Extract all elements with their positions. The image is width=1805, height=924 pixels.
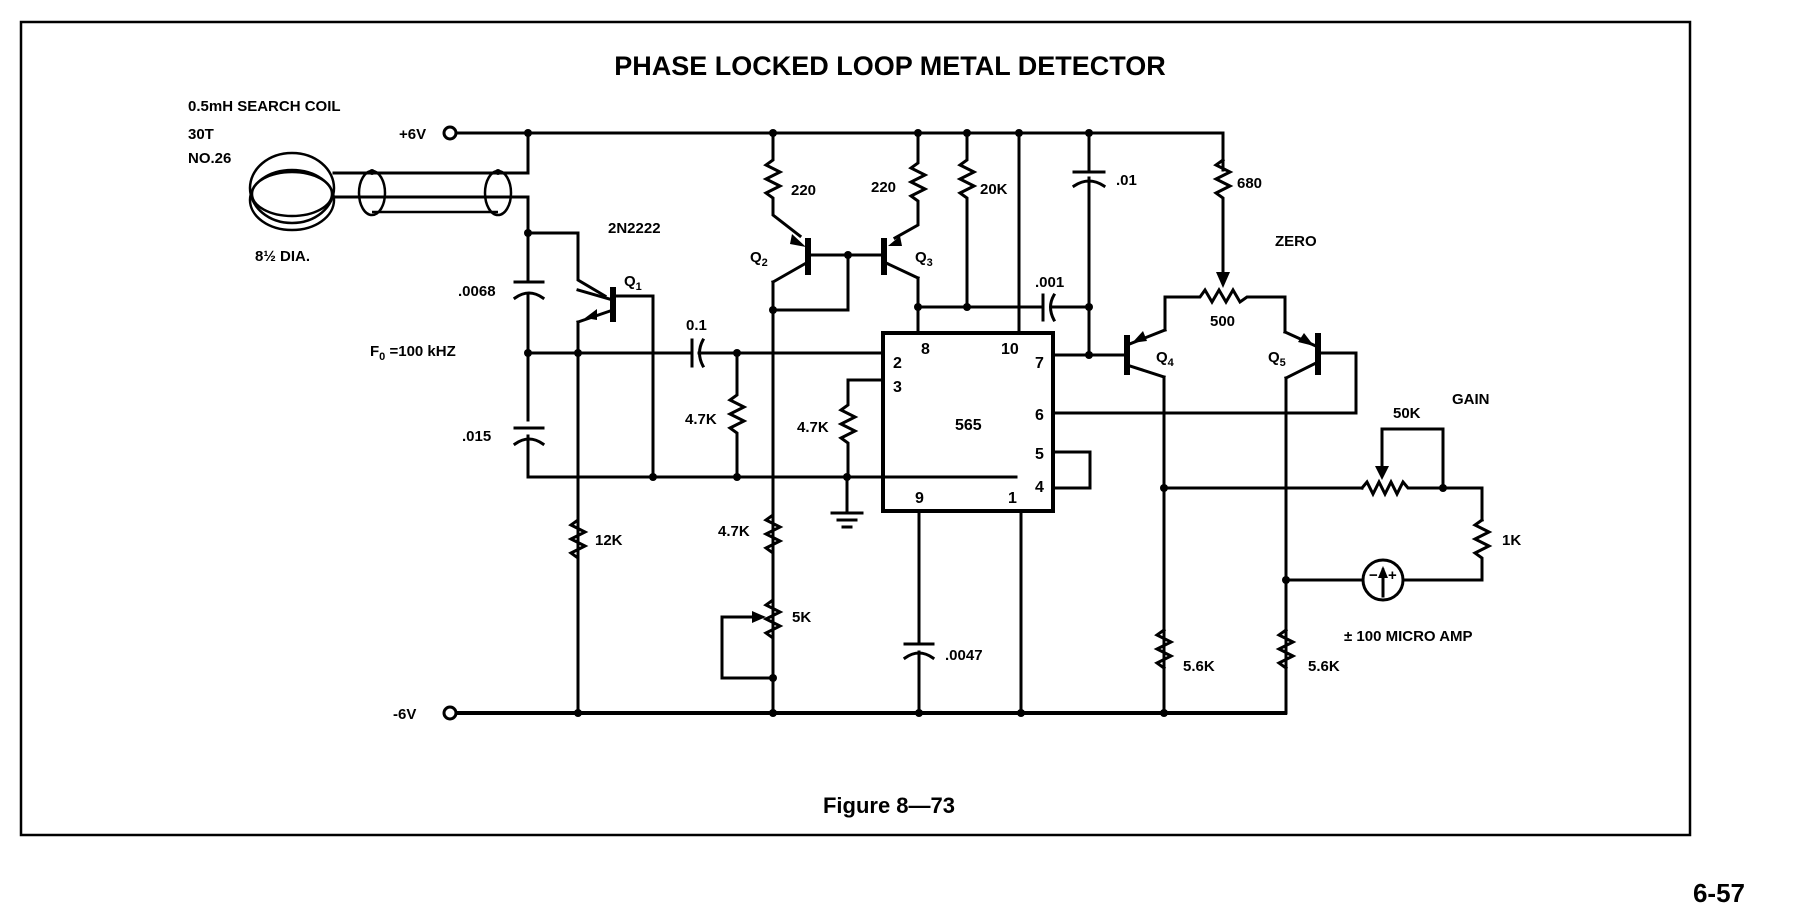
- resistor-20k: [956, 131, 978, 309]
- transistor-type-label: 2N2222: [608, 220, 661, 237]
- ic-pin-5: 5: [1035, 446, 1044, 463]
- positive-terminal-icon: [442, 125, 458, 141]
- q5-label: Q5: [1268, 349, 1286, 369]
- resistor-5-6k-q4: [1153, 627, 1175, 671]
- resistor-4-7k-bias2: [837, 378, 885, 479]
- potentiometer-5k: [720, 611, 775, 680]
- negative-terminal-icon: [442, 705, 458, 721]
- coil-icon: [248, 151, 336, 225]
- ic-565: [881, 331, 1055, 513]
- coil-label-wire: NO.26: [188, 150, 231, 167]
- cap-0047-label: .0047: [945, 647, 983, 664]
- resistor-220-q3-label: 220: [871, 179, 896, 196]
- ground-icon: [830, 475, 864, 529]
- transistor-q3: [846, 236, 920, 335]
- resistor-4-7k-series: [762, 508, 784, 715]
- search-coil: [248, 151, 530, 232]
- resistor-12k-label: 12K: [595, 532, 623, 549]
- ic-pin-6: 6: [1035, 407, 1044, 424]
- ic-pin-7: 7: [1035, 355, 1044, 372]
- resistor-680-label: 680: [1237, 175, 1262, 192]
- meter-plus-sign: +: [1388, 567, 1397, 584]
- ic-label: 565: [955, 417, 982, 434]
- potentiometer-5k-label: 5K: [792, 609, 811, 626]
- cap-0-1-label: 0.1: [686, 317, 707, 334]
- meter-minus-sign: −: [1369, 567, 1378, 584]
- ic-pin-1: 1: [1008, 490, 1017, 507]
- transistor-q2: [770, 234, 850, 715]
- shield-icon: [483, 169, 513, 217]
- coil-label-turns: 30T: [188, 126, 214, 143]
- cap-015-label: .015: [462, 428, 491, 445]
- zero-label: ZERO: [1275, 233, 1317, 250]
- ic-pin-10: 10: [1001, 341, 1019, 358]
- resistor-220-q2: [762, 131, 803, 239]
- resistor-4-7k-series-label: 4.7K: [718, 523, 750, 540]
- meter-label: ± 100 MICRO AMP: [1344, 628, 1473, 645]
- resistor-5-6k-q4-label: 5.6K: [1183, 658, 1215, 675]
- transistor-q5: [1283, 330, 1321, 715]
- potentiometer-500: [1163, 287, 1287, 334]
- coil-label-diameter: 8½ DIA.: [255, 248, 310, 265]
- resistor-5-6k-q5: [1275, 627, 1297, 671]
- q3-label: Q3: [915, 249, 933, 269]
- resistor-5-6k-q5-label: 5.6K: [1308, 658, 1340, 675]
- capacitor-0068: [512, 280, 546, 301]
- q4-label: Q4: [1156, 349, 1175, 369]
- transistor-q4: [1124, 328, 1167, 715]
- q2-label: Q2: [750, 249, 768, 269]
- resistor-680: [1212, 157, 1234, 277]
- figure-frame: [19, 20, 1692, 837]
- transistor-q1: [576, 287, 655, 715]
- resistor-1k-label: 1K: [1502, 532, 1521, 549]
- potentiometer-50k: [1359, 478, 1484, 522]
- ammeter-icon: [1361, 558, 1405, 602]
- ic-pin-4: 4: [1035, 479, 1044, 496]
- potentiometer-500-label: 500: [1210, 313, 1235, 330]
- frequency-label: F0 =100 kHZ: [370, 343, 456, 363]
- positive-rail: [454, 131, 1225, 172]
- potentiometer-50k-label: 50K: [1393, 405, 1421, 422]
- coil-label-inductance: 0.5mH SEARCH COIL: [188, 98, 341, 115]
- capacitor-015: [512, 426, 546, 447]
- ic-pin-3: 3: [893, 379, 902, 396]
- cap-001-label: .001: [1035, 274, 1064, 291]
- shield-icon: [357, 169, 387, 217]
- resistor-220-q3: [892, 131, 929, 241]
- diagram-title: PHASE LOCKED LOOP METAL DETECTOR: [614, 51, 1166, 81]
- cap-01-label: .01: [1116, 172, 1137, 189]
- junction-dots: [369, 129, 1447, 717]
- resistor-1k: [1401, 517, 1493, 582]
- resistor-220-q2-label: 220: [791, 182, 816, 199]
- q1-label: Q1: [624, 273, 642, 293]
- resistor-4-7k-bias2-label: 4.7K: [797, 419, 829, 436]
- negative-supply-label: -6V: [393, 706, 416, 723]
- cap-0068-label: .0068: [458, 283, 496, 300]
- page-number: 6-57: [1693, 878, 1745, 908]
- ic-pin-9: 9: [915, 490, 924, 507]
- positive-supply-label: +6V: [399, 126, 426, 143]
- figure-caption: Figure 8—73: [823, 793, 955, 818]
- resistor-20k-label: 20K: [980, 181, 1008, 198]
- resistor-4-7k-bias1-label: 4.7K: [685, 411, 717, 428]
- gain-label: GAIN: [1452, 391, 1490, 408]
- resistor-4-7k-bias1: [726, 351, 748, 479]
- ic-pin-8: 8: [921, 341, 930, 358]
- ic-pin-2: 2: [893, 355, 902, 372]
- resistor-12k: [567, 508, 589, 570]
